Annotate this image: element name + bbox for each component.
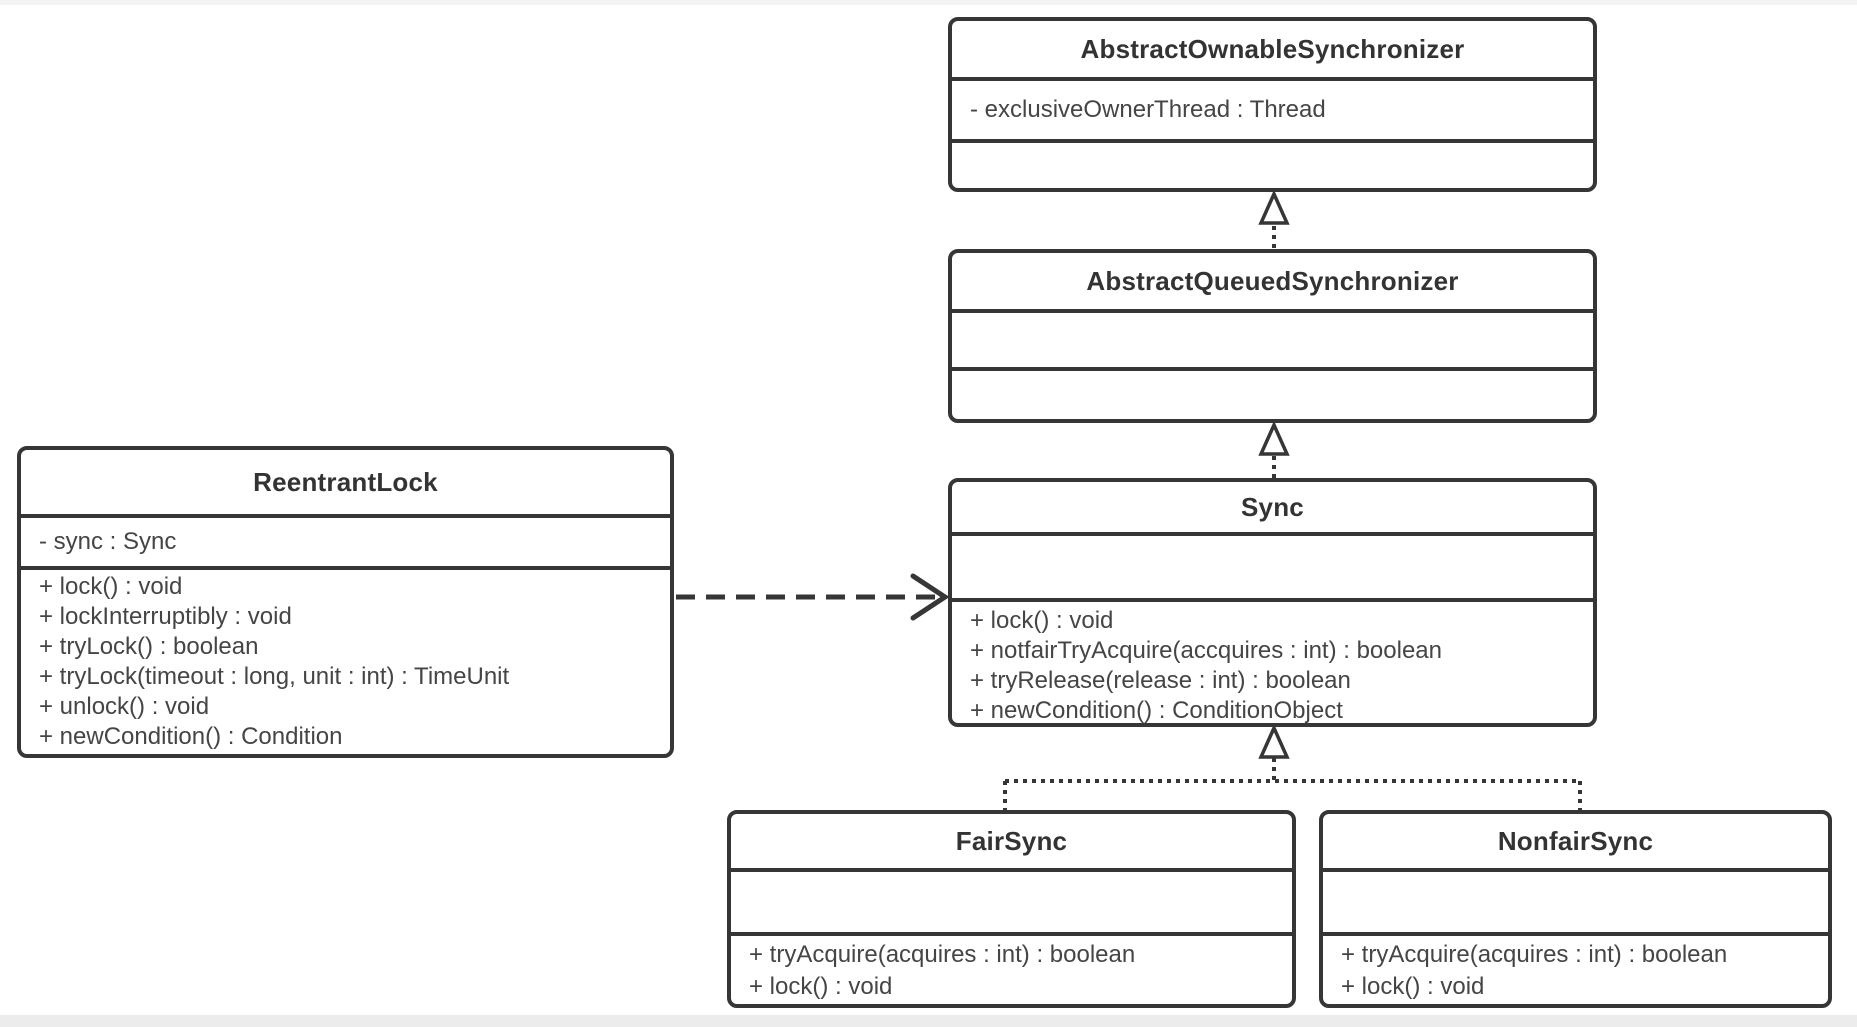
methods-compartment: + lock() : void + notfairTryAcquire(accq…	[952, 598, 1593, 726]
class-title: ReentrantLock	[253, 466, 438, 497]
method: + notfairTryAcquire(accquires : int) : b…	[970, 637, 1442, 664]
method: + tryAcquire(acquires : int) : boolean	[749, 941, 1136, 968]
attribute: - exclusiveOwnerThread : Thread	[970, 96, 1326, 123]
method: + lock() : void	[749, 973, 893, 1000]
method: + tryAcquire(acquires : int) : boolean	[1341, 941, 1728, 968]
open-arrowhead-sync	[910, 573, 950, 621]
attributes-compartment	[952, 309, 1593, 367]
attributes-compartment: - sync : Sync	[21, 514, 670, 566]
method: + lock() : void	[970, 607, 1114, 634]
class-title: NonfairSync	[1497, 825, 1654, 856]
methods-compartment: + tryAcquire(acquires : int) : boolean +…	[1323, 932, 1828, 1004]
attributes-compartment	[731, 868, 1292, 932]
method: + unlock() : void	[39, 693, 210, 720]
method: + tryLock() : boolean	[39, 633, 259, 660]
methods-compartment	[952, 139, 1593, 188]
class-title: AbstractQueuedSynchronizer	[1086, 265, 1459, 296]
attributes-compartment	[952, 532, 1593, 598]
method: + lock() : void	[39, 573, 183, 600]
class-sync: Sync + lock() : void + notfairTryAcquire…	[948, 478, 1597, 727]
method: + lockInterruptibly : void	[39, 603, 292, 630]
methods-compartment	[952, 367, 1593, 419]
method: + tryLock(timeout : long, unit : int) : …	[39, 663, 510, 690]
hollow-triangle-arrowhead-aos	[1258, 189, 1290, 225]
top-edge-strip	[0, 0, 1857, 5]
attributes-compartment: - exclusiveOwnerThread : Thread	[952, 77, 1593, 139]
attribute: - sync : Sync	[39, 528, 177, 555]
class-title: Sync	[1241, 491, 1304, 522]
methods-compartment: + lock() : void + lockInterruptibly : vo…	[21, 566, 670, 754]
method: + newCondition() : ConditionObject	[970, 697, 1343, 724]
hollow-triangle-arrowhead-aqs	[1258, 420, 1290, 456]
attributes-compartment	[1323, 868, 1828, 932]
bottom-edge-strip	[0, 1015, 1857, 1027]
class-fairsync: FairSync + tryAcquire(acquires : int) : …	[727, 810, 1296, 1008]
class-title: AbstractOwnableSynchronizer	[1080, 33, 1465, 64]
class-abstract-ownable-synchronizer: AbstractOwnableSynchronizer - exclusiveO…	[948, 17, 1597, 192]
class-abstract-queued-synchronizer: AbstractQueuedSynchronizer	[948, 249, 1597, 423]
class-nonfairsync: NonfairSync + tryAcquire(acquires : int)…	[1319, 810, 1832, 1008]
hollow-triangle-arrowhead-sync	[1258, 723, 1290, 759]
class-reentrantlock: ReentrantLock - sync : Sync + lock() : v…	[17, 446, 674, 758]
method: + tryRelease(release : int) : boolean	[970, 667, 1351, 694]
methods-compartment: + tryAcquire(acquires : int) : boolean +…	[731, 932, 1292, 1004]
method: + lock() : void	[1341, 973, 1485, 1000]
method: + newCondition() : Condition	[39, 723, 343, 750]
class-title: FairSync	[955, 825, 1068, 856]
